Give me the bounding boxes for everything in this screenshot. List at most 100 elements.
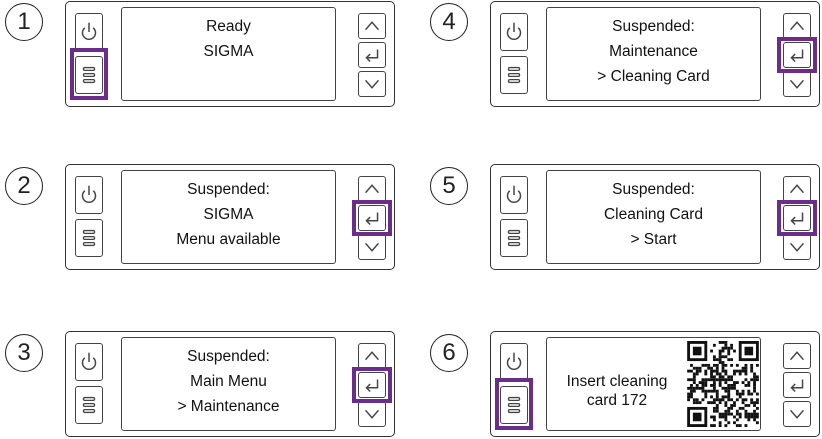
chevron-down-icon <box>789 79 805 89</box>
up-button[interactable] <box>783 13 811 39</box>
enter-button[interactable] <box>783 42 811 68</box>
power-button[interactable] <box>75 343 103 381</box>
menu-icon <box>507 66 521 84</box>
printer-control-panel: Suspended: Main Menu > Maintenance <box>65 331 395 437</box>
menu-button[interactable] <box>75 219 103 257</box>
enter-icon <box>790 379 804 392</box>
menu-button[interactable] <box>500 56 528 94</box>
chevron-down-icon <box>364 242 380 252</box>
power-icon <box>81 352 97 370</box>
step-number: 6 <box>430 334 468 372</box>
power-button[interactable] <box>500 176 528 214</box>
power-button[interactable] <box>75 176 103 214</box>
enter-icon <box>365 212 379 225</box>
enter-button[interactable] <box>358 372 386 398</box>
menu-button[interactable] <box>75 386 103 424</box>
step-1: 1 Ready SIGMA <box>5 0 395 110</box>
power-button[interactable] <box>75 13 103 51</box>
enter-icon <box>790 49 804 62</box>
down-button[interactable] <box>358 234 386 260</box>
screen-line-2: Maintenance <box>609 43 698 60</box>
down-button[interactable] <box>783 234 811 260</box>
lcd-screen: Suspended: SIGMA Menu available <box>121 170 336 264</box>
up-button[interactable] <box>783 343 811 369</box>
printer-control-panel: Suspended: Cleaning Card > Start <box>490 164 820 270</box>
qr-code-icon <box>687 341 759 427</box>
enter-button[interactable] <box>358 42 386 68</box>
chevron-down-icon <box>789 242 805 252</box>
screen-line-2: card 172 <box>586 392 648 409</box>
enter-icon <box>790 212 804 225</box>
step-3: 3 Suspended: Main Menu > Maintenance <box>5 328 395 438</box>
screen-line-2: Main Menu <box>190 373 267 390</box>
chevron-up-icon <box>789 184 805 194</box>
step-4: 4 Suspended: Maintenance > Cleaning Card <box>430 0 820 110</box>
enter-button[interactable] <box>358 205 386 231</box>
menu-icon <box>507 229 521 247</box>
menu-icon <box>82 229 96 247</box>
down-button[interactable] <box>358 71 386 97</box>
menu-icon <box>507 396 521 414</box>
up-button[interactable] <box>358 176 386 202</box>
lcd-screen: Suspended: Maintenance > Cleaning Card <box>546 7 761 101</box>
power-icon <box>81 22 97 40</box>
power-button[interactable] <box>500 13 528 51</box>
menu-button-highlight <box>70 48 108 100</box>
power-button[interactable] <box>500 343 528 381</box>
printer-control-panel: Suspended: SIGMA Menu available <box>65 164 395 270</box>
menu-button-highlight <box>495 378 533 430</box>
up-button[interactable] <box>358 343 386 369</box>
screen-line-3: > Maintenance <box>177 398 280 415</box>
screen-message: Insert cleaning card 172 <box>553 372 681 410</box>
enter-button[interactable] <box>783 372 811 398</box>
enter-button-highlight <box>777 200 817 236</box>
screen-line-3 <box>122 64 335 89</box>
screen-line-1: Suspended: <box>187 348 270 365</box>
screen-line-1: Suspended: <box>612 18 695 35</box>
down-button[interactable] <box>358 401 386 427</box>
enter-button-highlight <box>352 367 392 403</box>
chevron-up-icon <box>789 351 805 361</box>
power-icon <box>506 352 522 370</box>
enter-icon <box>365 379 379 392</box>
step-number: 1 <box>5 3 43 41</box>
up-button[interactable] <box>783 176 811 202</box>
enter-button-highlight <box>352 200 392 236</box>
lcd-screen: Ready SIGMA <box>121 7 336 101</box>
screen-line-2: SIGMA <box>203 43 254 60</box>
menu-icon <box>82 396 96 414</box>
step-2: 2 Suspended: SIGMA Menu available <box>5 164 395 274</box>
lcd-screen: Suspended: Main Menu > Maintenance <box>121 337 336 431</box>
lcd-screen: Insert cleaning card 172 <box>546 337 761 431</box>
printer-control-panel: Suspended: Maintenance > Cleaning Card <box>490 1 820 107</box>
power-icon <box>506 185 522 203</box>
printer-control-panel: Insert cleaning card 172 <box>490 331 820 437</box>
chevron-down-icon <box>364 409 380 419</box>
printer-control-panel: Ready SIGMA <box>65 1 395 107</box>
step-number: 4 <box>430 3 468 41</box>
chevron-up-icon <box>789 21 805 31</box>
chevron-down-icon <box>789 409 805 419</box>
screen-line-3: > Start <box>630 231 677 248</box>
menu-button[interactable] <box>500 386 528 424</box>
screen-line-1: Insert cleaning <box>566 373 668 390</box>
step-6: 6 Insert cleaning card 172 <box>430 328 820 438</box>
enter-button[interactable] <box>783 205 811 231</box>
power-icon <box>506 22 522 40</box>
power-icon <box>81 185 97 203</box>
up-button[interactable] <box>358 13 386 39</box>
down-button[interactable] <box>783 401 811 427</box>
screen-line-3: Menu available <box>176 231 281 248</box>
step-number: 5 <box>430 167 468 205</box>
step-number: 3 <box>5 334 43 372</box>
menu-icon <box>82 66 96 84</box>
down-button[interactable] <box>783 71 811 97</box>
menu-button[interactable] <box>500 219 528 257</box>
lcd-screen: Suspended: Cleaning Card > Start <box>546 170 761 264</box>
enter-button-highlight <box>777 37 817 73</box>
screen-line-1: Suspended: <box>187 181 270 198</box>
screen-line-2: SIGMA <box>203 206 254 223</box>
screen-line-3: > Cleaning Card <box>597 68 710 85</box>
screen-line-1: Ready <box>206 18 251 35</box>
menu-button[interactable] <box>75 56 103 94</box>
